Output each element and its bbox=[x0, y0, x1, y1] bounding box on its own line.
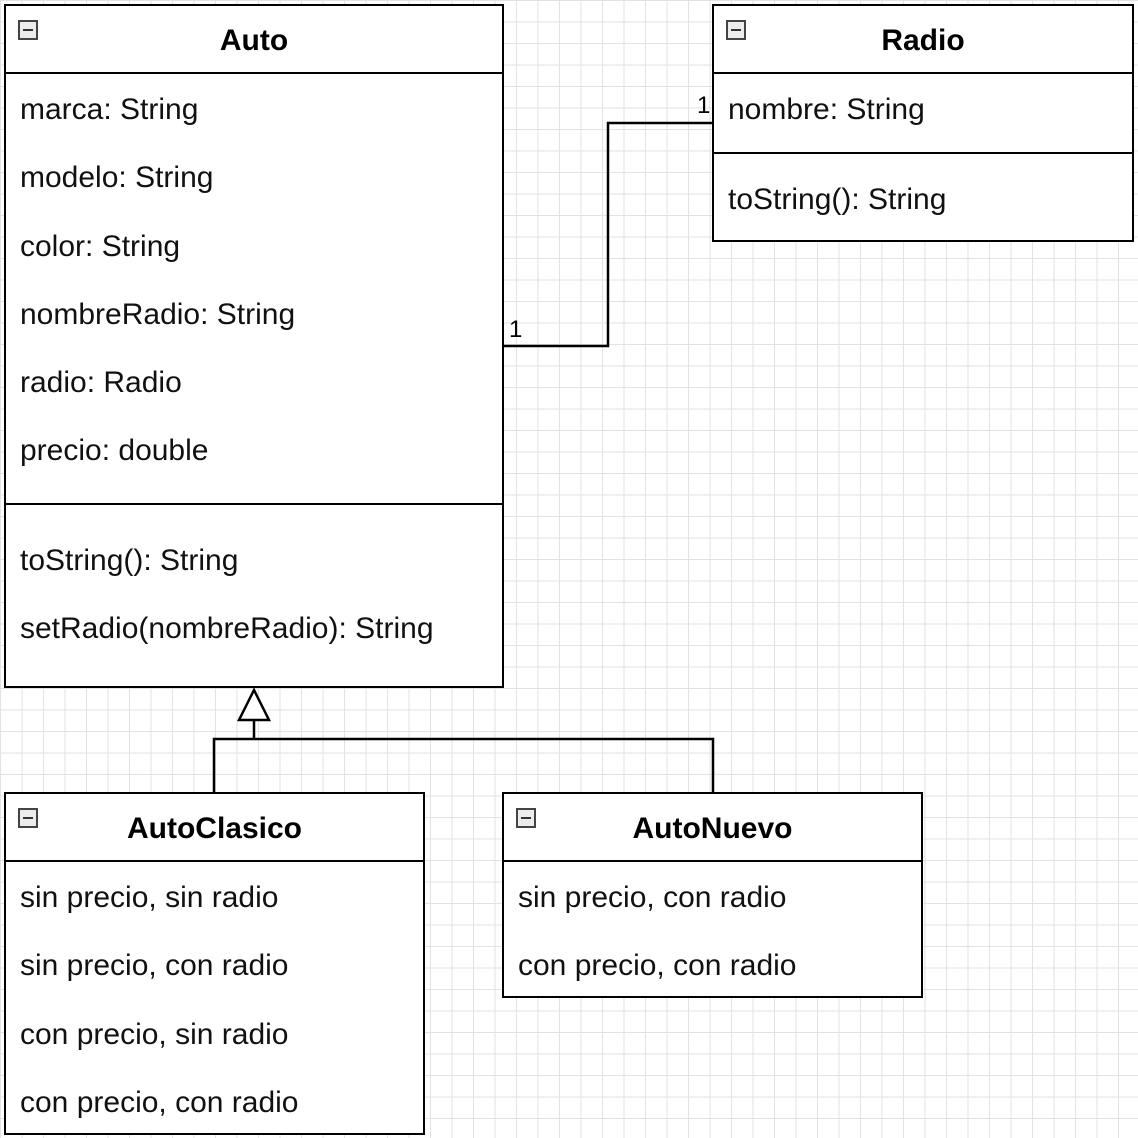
attribute: modelo: String bbox=[20, 161, 214, 195]
method: setRadio(nombreRadio): String bbox=[20, 612, 434, 646]
class-name: AutoNuevo bbox=[632, 812, 793, 845]
minus-square-icon[interactable] bbox=[18, 808, 38, 828]
attribute: precio: double bbox=[20, 434, 209, 468]
attribute: marca: String bbox=[20, 93, 199, 126]
class-name: AutoClasico bbox=[126, 812, 303, 845]
minus-square-icon[interactable] bbox=[516, 808, 536, 828]
attribute: con precio, sin radio bbox=[20, 1017, 289, 1051]
association-edge[interactable] bbox=[504, 121, 712, 348]
attribute: sin precio, con radio bbox=[20, 949, 289, 983]
minus-square-icon[interactable] bbox=[726, 20, 746, 40]
methods-compartment: toString(): String setRadio(nombreRadio)… bbox=[6, 505, 502, 664]
attributes-compartment: sin precio, con radio con precio, con ra… bbox=[504, 862, 921, 1001]
attributes-compartment: sin precio, sin radio sin precio, con ra… bbox=[6, 862, 423, 1137]
method: toString(): String bbox=[728, 183, 947, 216]
attribute: radio: Radio bbox=[20, 366, 182, 400]
class-radio[interactable]: Radio nombre: String toString(): String bbox=[712, 4, 1134, 242]
attribute: con precio, con radio bbox=[20, 1085, 299, 1119]
class-header: Auto bbox=[6, 6, 502, 74]
class-auto[interactable]: Auto marca: String modelo: String color:… bbox=[4, 4, 504, 688]
class-header: AutoNuevo bbox=[504, 794, 921, 862]
multiplicity-auto-end: 1 bbox=[509, 316, 522, 343]
class-name: Radio bbox=[881, 24, 965, 57]
minus-square-icon[interactable] bbox=[18, 20, 38, 40]
inheritance-arrowhead-icon bbox=[236, 687, 272, 722]
attribute: nombreRadio: String bbox=[20, 297, 296, 331]
class-autoclasico[interactable]: AutoClasico sin precio, sin radio sin pr… bbox=[4, 792, 425, 1135]
attribute: nombre: String bbox=[728, 93, 925, 126]
methods-compartment: toString(): String bbox=[714, 154, 1132, 234]
attribute: con precio, con radio bbox=[518, 949, 797, 983]
attributes-compartment: marca: String modelo: String color: Stri… bbox=[6, 74, 502, 505]
method: toString(): String bbox=[20, 544, 239, 577]
class-header: AutoClasico bbox=[6, 794, 423, 862]
attribute: sin precio, con radio bbox=[518, 881, 787, 914]
multiplicity-radio-end: 1 bbox=[697, 92, 710, 119]
class-autonuevo[interactable]: AutoNuevo sin precio, con radio con prec… bbox=[502, 792, 923, 998]
generalization-edge[interactable] bbox=[212, 737, 715, 792]
attribute: sin precio, sin radio bbox=[20, 881, 279, 914]
class-name: Auto bbox=[219, 24, 289, 57]
class-header: Radio bbox=[714, 6, 1132, 74]
attribute: color: String bbox=[20, 229, 181, 263]
attributes-compartment: nombre: String bbox=[714, 74, 1132, 154]
